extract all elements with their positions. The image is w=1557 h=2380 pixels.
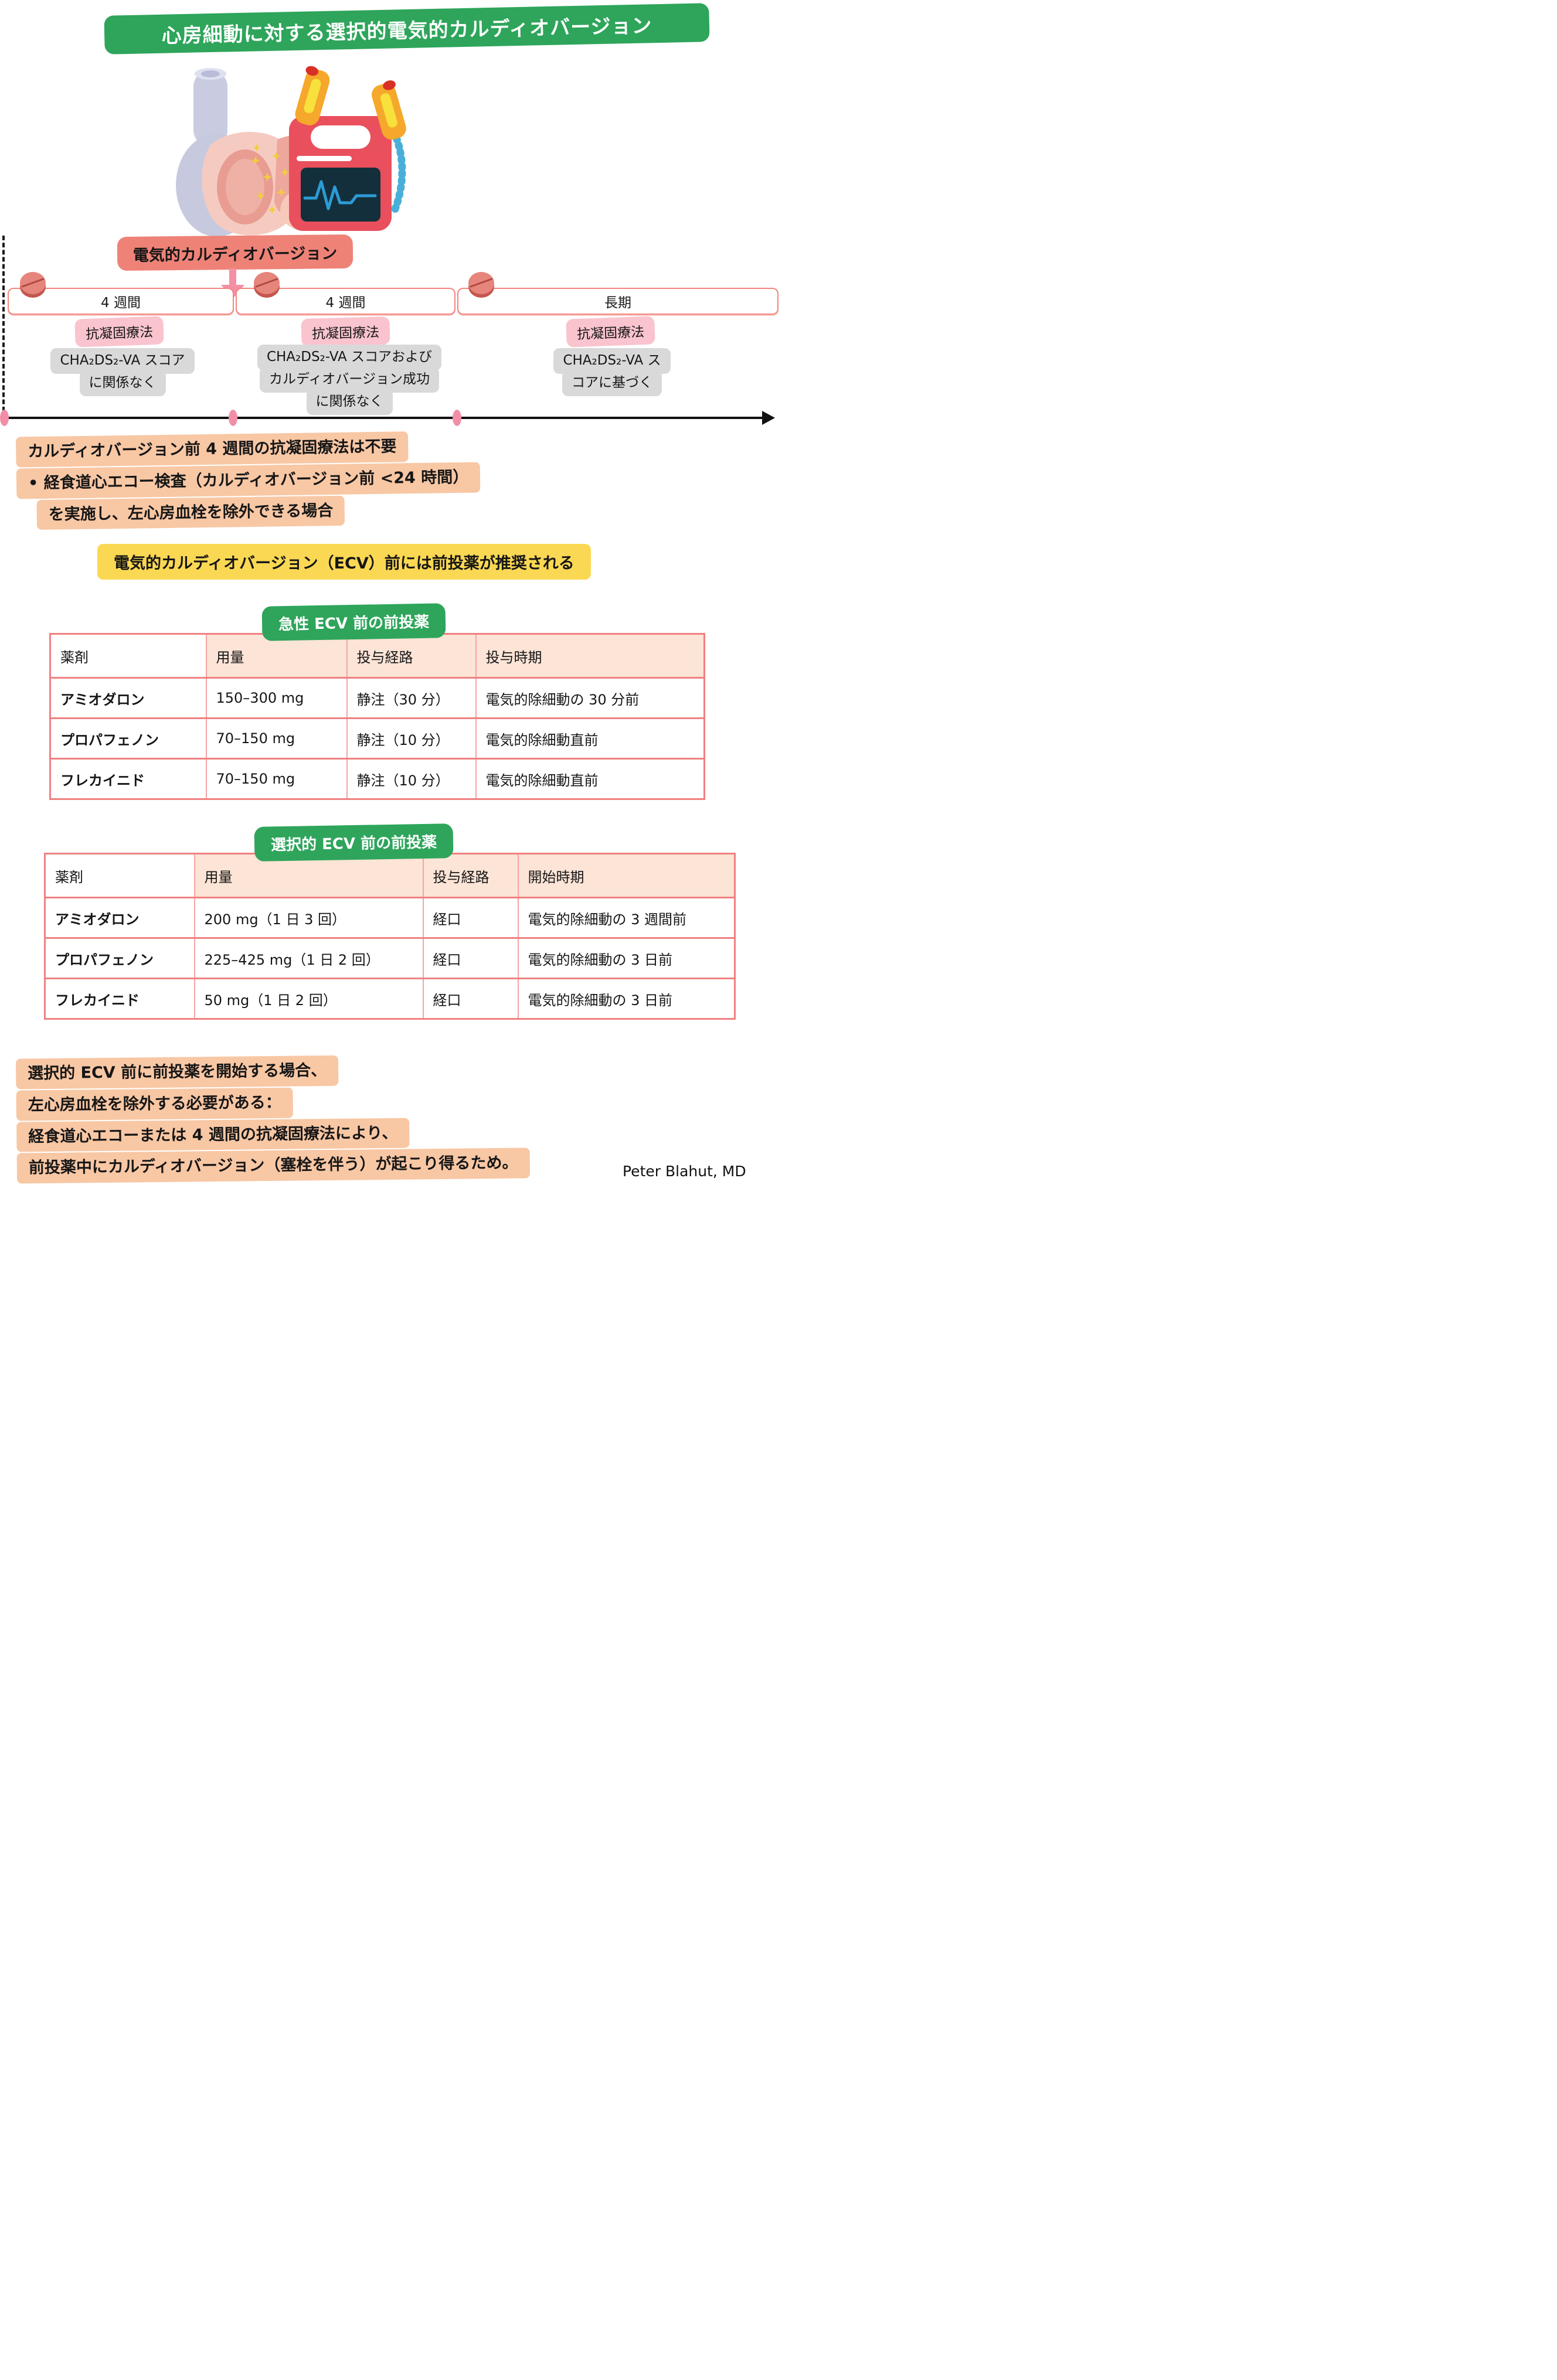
pill-icon: [254, 272, 280, 298]
paddle-right-icon: [372, 80, 406, 140]
dose-cell: 150–300 mg: [205, 677, 348, 719]
drug-name-cell: アミオダロン: [49, 677, 207, 719]
elective-table-label: 選択的 ECV 前の前投薬: [254, 823, 454, 862]
pill-icon: [20, 272, 46, 298]
table-row: プロパフェノン 225–425 mg（1 日 2 回） 経口 電気的除細動の 3…: [44, 937, 736, 979]
route-cell: 経口: [422, 897, 519, 939]
table-row: フレカイニド 70–150 mg 静注（10 分） 電気的除細動直前: [49, 758, 705, 800]
header-cell: 投与時期: [475, 633, 705, 679]
table-row: プロパフェノン 70–150 mg 静注（10 分） 電気的除細動直前: [49, 717, 705, 760]
timeline-start-dashed-line: [2, 236, 5, 418]
header-cell: 用量: [205, 633, 348, 679]
header-cell: 投与経路: [346, 633, 477, 679]
dose-cell: 70–150 mg: [205, 717, 348, 760]
elective-premedication-table: 薬剤 用量 投与経路 開始時期 アミオダロン 200 mg（1 日 3 回） 経…: [44, 853, 736, 1020]
timeline-segment-3: 長期: [457, 288, 778, 315]
drug-name-cell: プロパフェノン: [49, 717, 207, 760]
aorta-shape: [193, 70, 227, 147]
table-header-row: 薬剤 用量 投与経路 投与時期: [49, 633, 705, 679]
infographic-canvas: 心房細動に対する選択的電気的カルディオバージョン: [0, 0, 778, 1190]
score-note-3: CHA₂DS₂-VA ス コアに基づく: [535, 348, 689, 396]
drug-name-cell: アミオダロン: [44, 897, 195, 939]
heart-defibrillator-illustration: [176, 66, 406, 237]
score-note-line: コアに基づく: [562, 370, 662, 396]
table-row: アミオダロン 150–300 mg 静注（30 分） 電気的除細動の 30 分前: [49, 677, 705, 719]
score-note-line: に関係なく: [79, 370, 166, 396]
score-note-2: CHA₂DS₂-VA スコアおよび カルディオバージョン成功 に関係なく: [242, 345, 457, 415]
author-credit: Peter Blahut, MD: [623, 1163, 746, 1180]
anticoagulation-label-3: 抗凝固療法: [566, 316, 655, 348]
dose-cell: 70–150 mg: [205, 758, 348, 800]
timeline-segment-1: 4 週間: [8, 288, 234, 315]
sparkle-icons: [251, 144, 289, 214]
timing-cell: 電気的除細動の 3 日前: [517, 937, 736, 979]
cardioversion-label: 電気的カルディオバージョン: [117, 234, 353, 271]
score-note-line: CHA₂DS₂-VA ス: [553, 348, 671, 374]
page-title: 心房細動に対する選択的電気的カルディオバージョン: [104, 3, 710, 55]
dose-cell: 225–425 mg（1 日 2 回）: [193, 937, 424, 979]
elective-warning-note: 選択的 ECV 前に前投薬を開始する場合、 左心房血栓を除外する必要がある： 経…: [15, 1052, 530, 1184]
dose-cell: 50 mg（1 日 2 回）: [193, 978, 424, 1020]
timing-cell: 電気的除細動の 3 週間前: [517, 897, 736, 939]
pill-icon: [468, 272, 494, 298]
note-line: 選択的 ECV 前に前投薬を開始する場合、: [15, 1055, 339, 1089]
score-note-line: CHA₂DS₂-VA スコア: [50, 348, 195, 374]
score-note-line: カルディオバージョン成功: [260, 366, 439, 393]
score-note-1: CHA₂DS₂-VA スコア に関係なく: [26, 348, 219, 396]
note-line: 前投薬中にカルディオバージョン（塞栓を伴う）が起こり得るため。: [16, 1148, 530, 1184]
acute-premedication-table: 薬剤 用量 投与経路 投与時期 アミオダロン 150–300 mg 静注（30 …: [49, 633, 705, 800]
score-note-line: CHA₂DS₂-VA スコアおよび: [257, 345, 442, 370]
route-cell: 静注（30 分）: [346, 677, 477, 719]
timing-cell: 電気的除細動の 30 分前: [475, 677, 705, 719]
timeline-dot: [229, 410, 237, 426]
recommendation-banner: 電気的カルディオバージョン（ECV）前には前投薬が推奨される: [97, 544, 591, 580]
note-line: 経食道心エコーまたは 4 週間の抗凝固療法により、: [16, 1118, 410, 1152]
timing-cell: 電気的除細動直前: [475, 717, 705, 760]
route-cell: 経口: [422, 978, 519, 1020]
dose-cell: 200 mg（1 日 3 回）: [193, 897, 424, 939]
header-cell: 薬剤: [49, 633, 207, 679]
acute-table-label: 急性 ECV 前の前投薬: [261, 603, 446, 641]
timeline-dot: [0, 410, 9, 426]
note-line: を実施し、左心房血栓を除外できる場合: [36, 495, 345, 530]
drug-name-cell: フレカイニド: [49, 758, 207, 800]
note-line: • 経食道心エコー検査（カルディオバージョン前 <24 時間）: [16, 462, 481, 499]
header-cell: 開始時期: [517, 853, 736, 898]
score-note-line: に関係なく: [306, 389, 393, 415]
header-cell: 投与経路: [422, 853, 519, 898]
timing-cell: 電気的除細動直前: [475, 758, 705, 800]
timeline-axis: [4, 417, 764, 419]
route-cell: 経口: [422, 937, 519, 979]
note-line: 左心房血栓を除外する必要がある：: [16, 1087, 293, 1121]
note-line: カルディオバージョン前 4 週間の抗凝固療法は不要: [15, 431, 409, 468]
down-arrow-icon: [229, 268, 236, 286]
ecg-trace: [303, 180, 377, 210]
header-cell: 薬剤: [44, 853, 195, 898]
anticoagulation-label-2: 抗凝固療法: [301, 316, 390, 347]
exception-note: カルディオバージョン前 4 週間の抗凝固療法は不要 • 経食道心エコー検査（カル…: [15, 429, 481, 530]
defibrillator-unit: [289, 116, 392, 231]
table-row: フレカイニド 50 mg（1 日 2 回） 経口 電気的除細動の 3 日前: [44, 978, 736, 1020]
table-header-row: 薬剤 用量 投与経路 開始時期: [44, 853, 736, 898]
paddle-left-icon: [295, 66, 330, 125]
timing-cell: 電気的除細動の 3 日前: [517, 978, 736, 1020]
anticoagulation-label-1: 抗凝固療法: [74, 316, 164, 348]
timeline-arrow-icon: [762, 411, 775, 425]
table-row: アミオダロン 200 mg（1 日 3 回） 経口 電気的除細動の 3 週間前: [44, 897, 736, 939]
drug-name-cell: プロパフェノン: [44, 937, 195, 979]
header-cell: 用量: [193, 853, 424, 898]
drug-name-cell: フレカイニド: [44, 978, 195, 1020]
route-cell: 静注（10 分）: [346, 758, 477, 800]
timeline-dot: [453, 410, 461, 426]
route-cell: 静注（10 分）: [346, 717, 477, 760]
